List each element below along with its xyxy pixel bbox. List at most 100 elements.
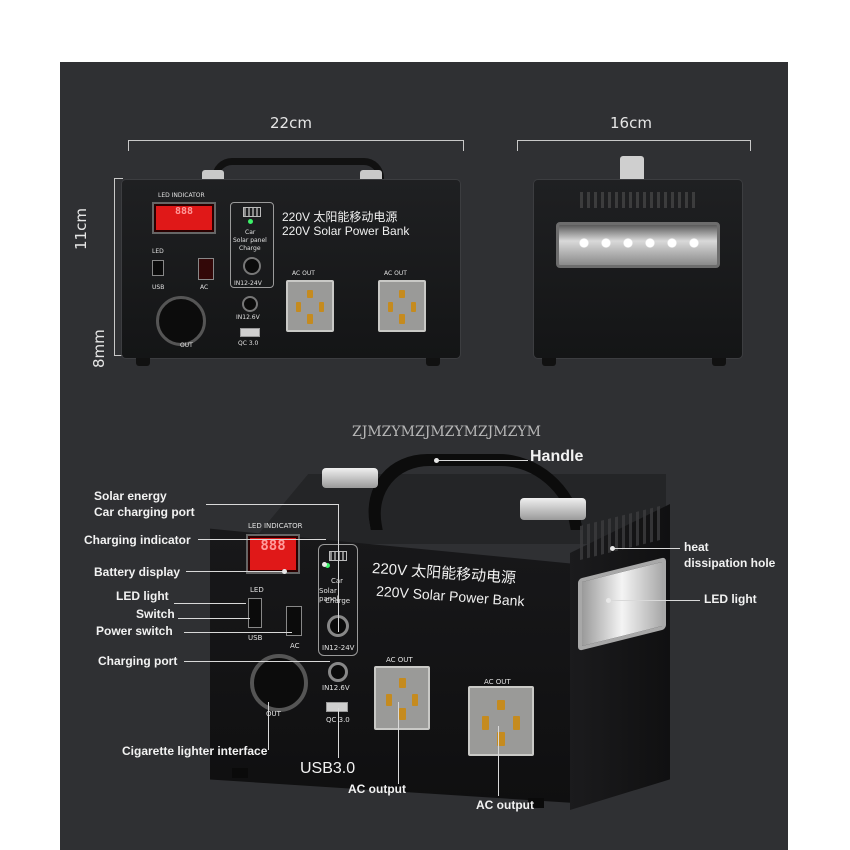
charging-indicator-dot (322, 562, 327, 567)
perspective-in-12-6: IN12.6V (322, 684, 350, 692)
solar-leader-v (338, 504, 339, 632)
side-led-light (556, 222, 720, 268)
width-label: 22cm (270, 114, 312, 132)
perspective-usb-label: USB (248, 634, 263, 642)
led-right-dot (606, 598, 611, 603)
callout-power-switch: Power switch (96, 624, 173, 638)
led-right-leader (608, 600, 700, 601)
perspective-out-label: OUT (266, 710, 281, 718)
in-12-6-label: IN12.6V (236, 314, 260, 321)
perspective-ac-socket-1 (374, 666, 430, 730)
height-label: 11cm (72, 208, 90, 250)
perspective-charge-light (325, 563, 330, 568)
perspective-led-label: LED (250, 586, 264, 594)
perspective-solar-label: Solar panel (319, 587, 339, 603)
ac-socket-1 (286, 280, 334, 332)
battery-display-leader (186, 571, 284, 572)
led-light-leader (174, 603, 246, 604)
battery-display-digits: 888 (156, 206, 212, 230)
perspective-power-switch (286, 606, 302, 636)
perspective-lighter-socket (250, 654, 308, 712)
callout-led-light-left: LED light (116, 589, 169, 603)
heat-leader (612, 548, 680, 549)
side-handle (620, 156, 644, 182)
in-12-24-label: IN12-24V (234, 280, 262, 287)
perspective-usb-port (326, 702, 348, 712)
callout-switch: Switch (136, 607, 175, 621)
ac-output-2-leader (498, 726, 499, 796)
car-charging-port (243, 257, 261, 275)
handle-bracket-left-3d (322, 468, 378, 488)
out-label: OUT (180, 342, 193, 349)
charging-indicator-leader (198, 539, 326, 540)
front-foot-left (136, 358, 150, 366)
battery-display: 888 (152, 202, 216, 234)
ac-label: AC (200, 284, 209, 291)
perspective-ac-out-label-1: AC OUT (386, 656, 413, 664)
callout-usb3: USB3.0 (300, 760, 356, 777)
handle-dot (434, 458, 439, 463)
callout-dissipation-hole: dissipation hole (684, 556, 776, 570)
perspective-charging-port (328, 662, 348, 682)
ac-socket-2 (378, 280, 426, 332)
charging-port (242, 296, 258, 312)
solar-panel-label: Solar panel (233, 237, 267, 244)
callout-cigarette-lighter: Cigarette lighter interface (122, 744, 268, 758)
callout-car-charging-port: Car charging port (94, 505, 195, 519)
usb-port (240, 328, 260, 337)
battery-display-dot (282, 569, 287, 574)
callout-charging-port: Charging port (98, 654, 178, 668)
perspective-foot-left (232, 768, 248, 778)
power-switch (198, 258, 214, 280)
led-label: LED (152, 248, 164, 255)
height-dimension-line (114, 178, 123, 356)
perspective-ac-socket-2 (468, 686, 534, 756)
callout-heat: heat (684, 540, 709, 554)
solar-panel-box: Car Solar panel Charge (230, 202, 274, 288)
side-foot-right (712, 358, 726, 366)
solar-leader-h (206, 504, 338, 505)
perspective-led-indicator-label: LED INDICATOR (248, 522, 303, 530)
title-english: 220V Solar Power Bank (282, 224, 410, 238)
perspective-foot-right (528, 798, 544, 808)
title-chinese: 220V 太阳能移动电源 (282, 210, 398, 224)
callout-ac-output-2: AC output (476, 798, 534, 812)
qc-label: QC 3.0 (238, 340, 259, 347)
perspective-charge-label: Charge (325, 597, 350, 605)
led-indicator-label: LED INDICATOR (158, 192, 205, 199)
side-foot-left (542, 358, 556, 366)
perspective-display-digits: 888 (250, 538, 296, 570)
callout-solar-energy: Solar energy (94, 489, 167, 503)
perspective-qc-label: QC 3.0 (326, 716, 350, 724)
usb-label: USB (152, 284, 165, 291)
perspective-battery-display: 888 (246, 534, 300, 574)
depth-label: 16cm (610, 114, 652, 132)
callout-led-light-right: LED light (704, 592, 757, 606)
handle-bracket-right (360, 170, 382, 182)
depth-dimension-line (517, 140, 751, 151)
feet-label: 8mm (90, 329, 108, 368)
power-switch-leader (184, 632, 292, 633)
switch-leader (178, 618, 250, 619)
ac-out-label-2: AC OUT (384, 270, 407, 277)
ac-out-label-1: AC OUT (292, 270, 315, 277)
side-view-box (534, 180, 742, 358)
perspective-solar-box: Car Solar panel Charge (318, 544, 358, 656)
led-bulb-row (573, 237, 703, 249)
charge-label: Charge (239, 245, 261, 252)
cigarette-lighter-socket (156, 296, 206, 346)
perspective-ac-out-label-2: AC OUT (484, 678, 511, 686)
width-dimension-line (128, 140, 464, 151)
charging-indicator-light (248, 219, 253, 224)
callout-battery-display: Battery display (94, 565, 181, 579)
perspective-ac-label: AC (290, 642, 300, 650)
handle-bracket-left (202, 170, 224, 182)
perspective-led-switch (248, 598, 262, 628)
perspective-car-label: Car (331, 577, 343, 585)
callout-ac-output-1: AC output (348, 782, 406, 796)
ac-output-1-leader (398, 702, 399, 784)
handle-leader (438, 460, 528, 461)
led-switch (152, 260, 164, 276)
handle-bracket-right-3d (520, 498, 586, 520)
usb-leader (338, 708, 339, 758)
